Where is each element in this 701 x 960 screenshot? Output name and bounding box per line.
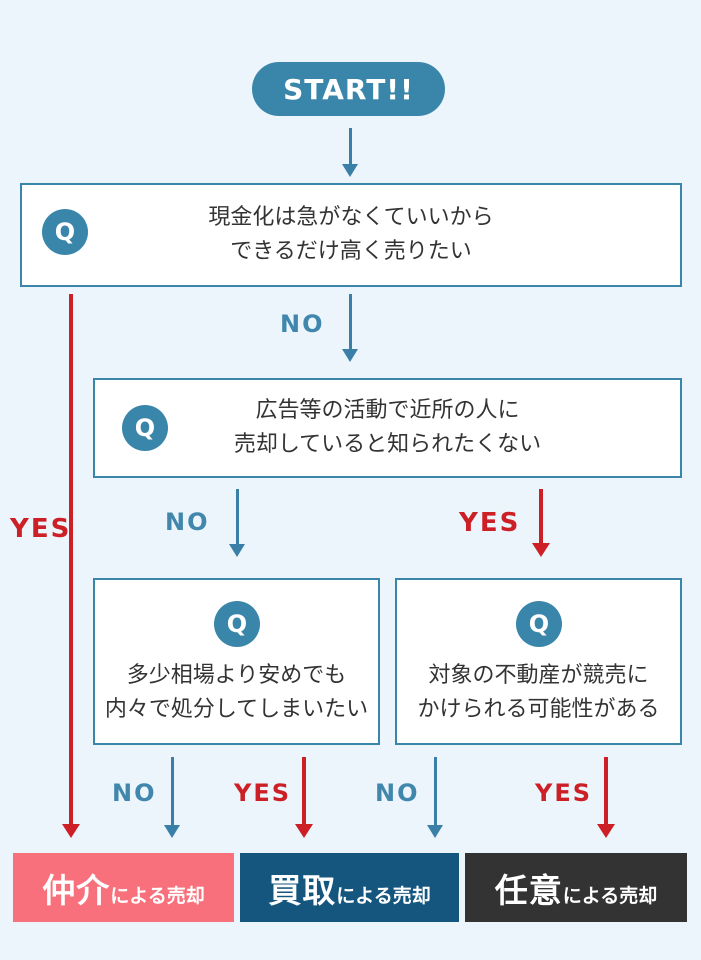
result-suffix: による売却 bbox=[110, 884, 205, 907]
result-emphasis: 買取 bbox=[268, 870, 337, 910]
question-box-1: Q 現金化は急がなくていいから できるだけ高く売りたい bbox=[20, 183, 682, 287]
label-q1-no: NO bbox=[280, 310, 325, 338]
arrow-head-icon bbox=[532, 543, 550, 557]
label-q3-yes: YES bbox=[234, 779, 292, 807]
question-box-3: Q 多少相場より安めでも 内々で処分してしまいたい bbox=[93, 578, 380, 745]
result-box-kaitori: 買取 による売却 bbox=[240, 853, 459, 922]
q-badge-icon: Q bbox=[214, 601, 260, 647]
arrow-head-icon bbox=[342, 164, 358, 177]
result-box-chukai: 仲介 による売却 bbox=[13, 853, 234, 922]
result-suffix: による売却 bbox=[562, 884, 658, 907]
question-box-4: Q 対象の不動産が競売に かけられる可能性がある bbox=[395, 578, 682, 745]
start-label: START!! bbox=[283, 72, 414, 106]
question-1-text: 現金化は急がなくていいから できるだけ高く売りたい bbox=[208, 205, 494, 264]
label-q1-yes: YES bbox=[10, 514, 72, 544]
label-q2-yes: YES bbox=[459, 508, 521, 538]
label-q4-no: NO bbox=[375, 779, 420, 807]
question-4-text: 対象の不動産が競売に かけられる可能性がある bbox=[417, 663, 660, 722]
arrow-head-icon bbox=[295, 824, 313, 838]
arrow-q2-no bbox=[229, 489, 245, 557]
arrow-q2-yes bbox=[532, 489, 550, 557]
label-q2-no: NO bbox=[165, 508, 210, 536]
arrow-start-to-q1 bbox=[342, 128, 358, 177]
q-badge-icon: Q bbox=[122, 405, 168, 451]
question-2-text: 広告等の活動で近所の人に 売却していると知られたくない bbox=[233, 398, 542, 457]
result-emphasis: 任意 bbox=[494, 870, 563, 910]
label-q4-yes: YES bbox=[535, 779, 593, 807]
arrow-q1-no bbox=[342, 294, 358, 362]
q-badge-icon: Q bbox=[516, 601, 562, 647]
arrow-head-icon bbox=[62, 824, 80, 838]
question-box-2: Q 広告等の活動で近所の人に 売却していると知られたくない bbox=[93, 378, 682, 478]
arrow-head-icon bbox=[427, 825, 443, 838]
arrow-q3-yes bbox=[295, 757, 313, 838]
arrow-q4-no bbox=[427, 757, 443, 838]
label-q3-no: NO bbox=[112, 779, 157, 807]
arrow-q3-no bbox=[164, 757, 180, 838]
start-node: START!! bbox=[252, 62, 445, 116]
question-3-text: 多少相場より安めでも 内々で処分してしまいたい bbox=[104, 663, 369, 722]
arrow-q4-yes bbox=[597, 757, 615, 838]
arrow-head-icon bbox=[164, 825, 180, 838]
arrow-q1-yes-long bbox=[62, 294, 80, 838]
arrow-head-icon bbox=[597, 824, 615, 838]
q-badge-icon: Q bbox=[42, 209, 88, 255]
result-suffix: による売却 bbox=[336, 884, 431, 907]
arrow-head-icon bbox=[342, 349, 358, 362]
result-emphasis: 仲介 bbox=[42, 870, 111, 910]
arrow-head-icon bbox=[229, 544, 245, 557]
result-box-nini: 任意 による売却 bbox=[465, 853, 687, 922]
